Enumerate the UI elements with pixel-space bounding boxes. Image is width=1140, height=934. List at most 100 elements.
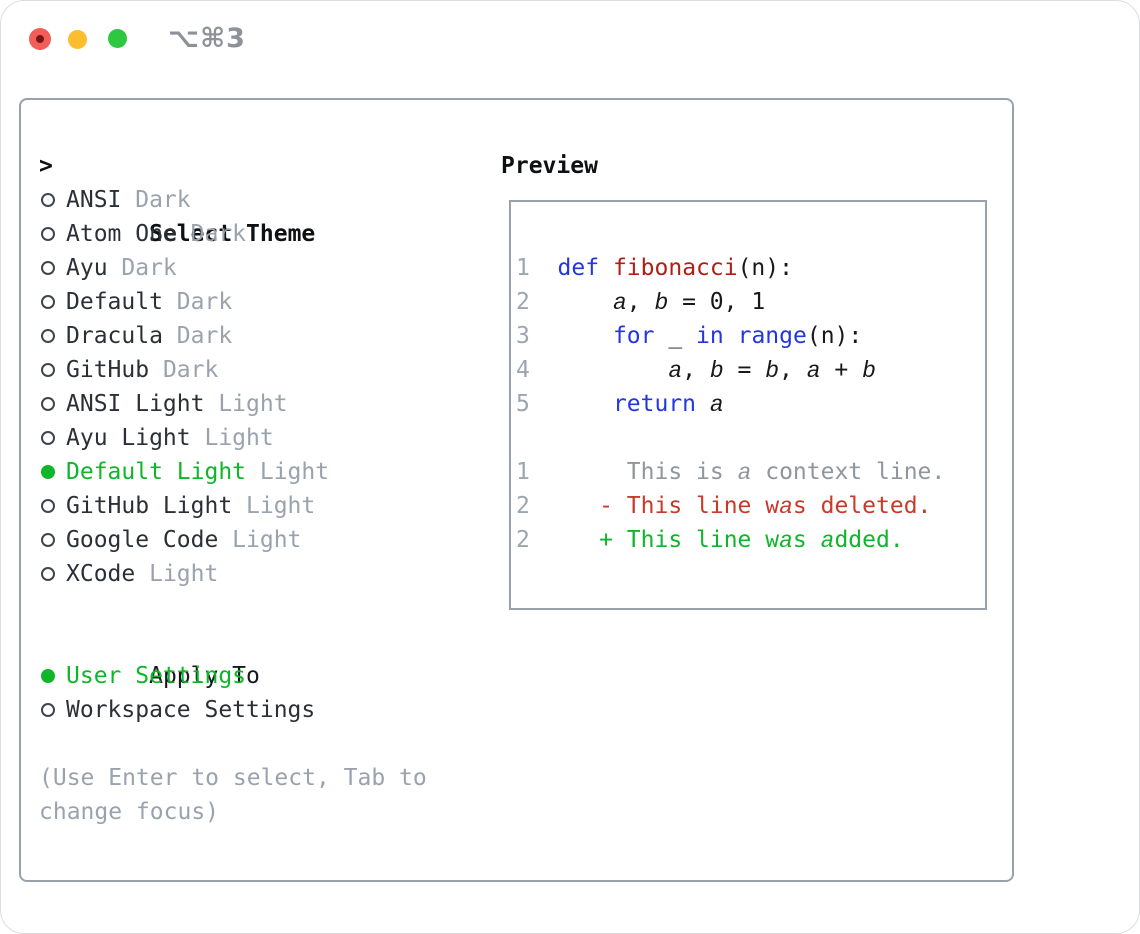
zoom-button[interactable] xyxy=(108,29,127,48)
apply-to-title: Apply To xyxy=(149,663,260,689)
code-token: a xyxy=(737,460,752,486)
code-token: a xyxy=(709,392,724,418)
theme-option[interactable]: GitHub Light Light xyxy=(39,489,489,523)
code-token: , xyxy=(626,289,655,315)
option-label: XCode xyxy=(66,561,136,587)
apply-option[interactable]: Workspace Settings xyxy=(39,693,489,727)
hint-line-2: change focus) xyxy=(39,799,220,825)
radio-icon xyxy=(41,329,55,343)
code-token: a xyxy=(779,494,793,520)
option-variant-label: Dark xyxy=(162,357,219,383)
code-line: 2 - This line was deleted. xyxy=(516,489,945,523)
line-number: 5 xyxy=(516,391,558,417)
code-token: + xyxy=(820,357,863,383)
theme-option[interactable]: XCode Light xyxy=(39,557,489,591)
code-token: b xyxy=(862,358,876,384)
code-token: = xyxy=(723,357,766,383)
code-token: (n): xyxy=(806,323,863,349)
close-button[interactable] xyxy=(29,28,51,50)
code-line: 5 return a xyxy=(516,387,945,421)
focus-caret: > xyxy=(39,153,53,179)
code-token: a xyxy=(779,528,793,554)
code-token xyxy=(558,357,669,383)
code-line: 1 def fibonacci(n): xyxy=(516,251,945,285)
code-token: range xyxy=(737,323,807,349)
radio-selected-icon xyxy=(41,465,55,479)
code-line: 4 a, b = b, a + b xyxy=(516,353,945,387)
radio-icon xyxy=(41,499,55,513)
option-variant-label: Light xyxy=(149,561,219,587)
code-token: dded. xyxy=(834,527,904,553)
option-label: GitHub Light xyxy=(66,493,233,519)
line-number: 3 xyxy=(516,323,558,349)
option-label: Default xyxy=(66,289,163,315)
code-token xyxy=(558,289,613,315)
code-token xyxy=(724,323,738,349)
option-label: Google Code xyxy=(66,527,219,553)
code-token: a xyxy=(612,290,627,316)
option-label: Default Light xyxy=(66,459,247,485)
option-label: Workspace Settings xyxy=(66,697,316,723)
option-label: ANSI Light xyxy=(66,391,205,417)
code-token: a xyxy=(668,358,683,384)
radio-icon xyxy=(41,363,55,377)
line-number xyxy=(516,425,558,451)
line-number: 2 xyxy=(516,493,558,519)
radio-icon xyxy=(41,431,55,445)
code-token: , xyxy=(682,357,710,383)
option-label: Ayu Light xyxy=(66,425,191,451)
code-token: in xyxy=(696,323,724,349)
code-token: context line. xyxy=(751,459,946,485)
option-variant-label: Light xyxy=(259,459,330,485)
line-number: 2 xyxy=(516,289,558,315)
line-number: 1 xyxy=(516,255,558,281)
option-variant-label: Light xyxy=(232,527,302,553)
window-title: ⌥⌘3 xyxy=(168,23,246,54)
radio-icon xyxy=(41,193,55,207)
select-theme-title: Select Theme xyxy=(149,221,316,247)
option-label: Ayu xyxy=(66,255,108,281)
code-token: = 0, 1 xyxy=(668,289,766,315)
theme-option[interactable]: Default Light Light xyxy=(39,455,489,489)
spacer-row xyxy=(39,727,489,761)
option-variant-label: Light xyxy=(246,493,316,519)
hint-line-1: (Use Enter to select, Tab to xyxy=(39,765,427,791)
code-token: a xyxy=(820,528,835,554)
option-label: User Settings xyxy=(66,663,247,689)
code-token xyxy=(696,391,710,417)
option-label: Atom One xyxy=(66,221,177,247)
option-label: Dracula xyxy=(66,323,163,349)
radio-icon xyxy=(41,533,55,547)
theme-option[interactable]: ANSI Light Light xyxy=(39,387,489,421)
line-number: 2 xyxy=(516,527,558,553)
code-token: s xyxy=(792,527,821,553)
code-token: b xyxy=(709,358,724,384)
minimize-button[interactable] xyxy=(68,30,87,49)
radio-selected-icon xyxy=(41,669,55,683)
code-token: return xyxy=(612,391,697,417)
theme-option[interactable]: Google Code Light xyxy=(39,523,489,557)
main-panel xyxy=(19,98,1014,882)
apply-option[interactable]: User Settings xyxy=(39,659,489,693)
option-variant-label: Light xyxy=(218,391,288,417)
code-token xyxy=(558,391,613,417)
code-token: _ xyxy=(654,323,697,349)
code-token xyxy=(599,255,613,281)
code-token: - This line w xyxy=(557,493,780,519)
radio-icon xyxy=(41,295,55,309)
radio-icon xyxy=(41,227,55,241)
code-line: 2 a, b = 0, 1 xyxy=(516,285,945,319)
close-dot-icon xyxy=(36,35,44,43)
preview-header: Preview xyxy=(501,153,598,179)
